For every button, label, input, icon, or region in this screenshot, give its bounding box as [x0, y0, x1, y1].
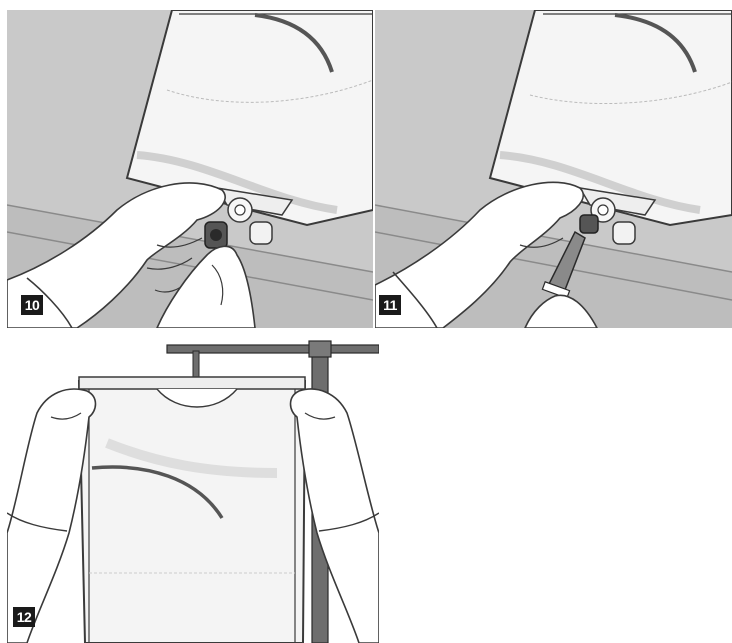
- step-11-panel: 11: [375, 10, 732, 328]
- step-12-illustration: [7, 333, 379, 643]
- step-number-badge: 12: [13, 607, 35, 627]
- step-12-panel: 12: [7, 333, 379, 643]
- step-11-illustration: [375, 10, 732, 328]
- step-10-panel: 10: [7, 10, 373, 328]
- step-number-badge: 11: [379, 295, 401, 315]
- step-number-badge: 10: [21, 295, 43, 315]
- step-10-illustration: [7, 10, 373, 328]
